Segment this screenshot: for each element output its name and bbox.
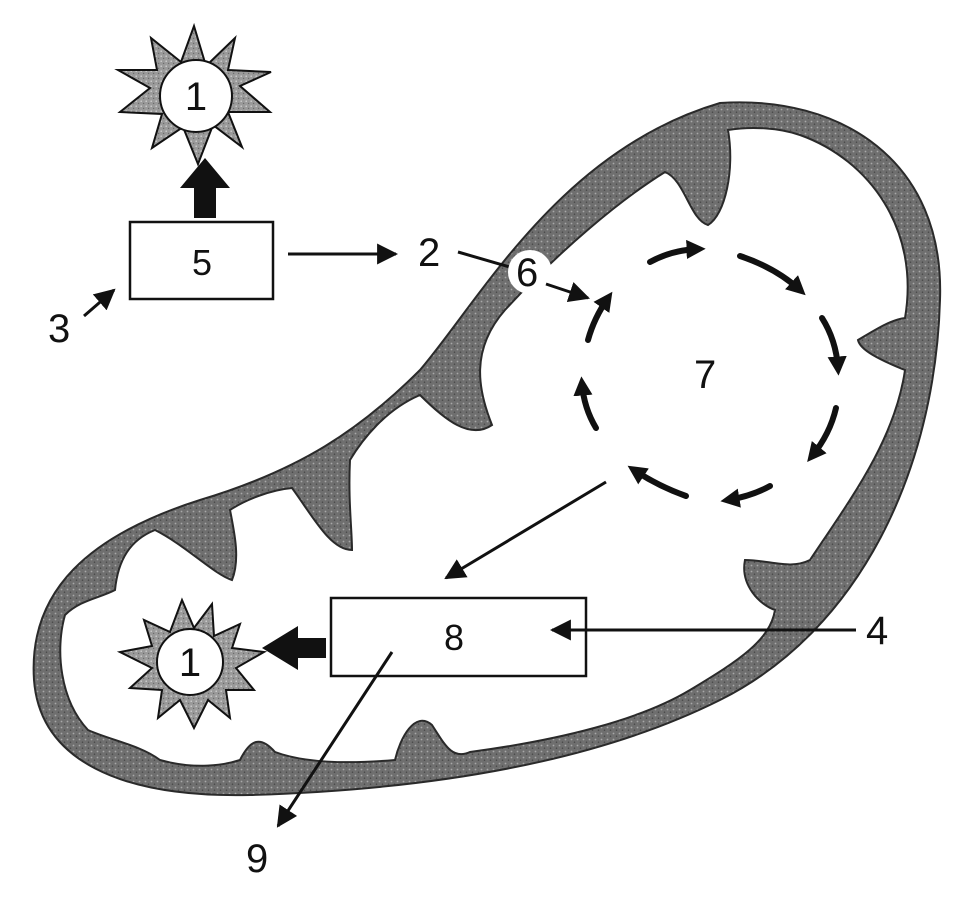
label-5: 5 — [192, 242, 212, 283]
label-7: 7 — [694, 353, 716, 397]
label-4: 4 — [866, 609, 888, 653]
arrow-6-to-cycle — [545, 282, 590, 302]
label-3: 3 — [48, 307, 70, 351]
energy-burst-top: 1 — [114, 22, 273, 167]
arrow-3-to-box5 — [83, 288, 116, 318]
label-6: 6 — [516, 251, 538, 295]
arrow-box8-to-9 — [276, 651, 394, 828]
circular-cycle-icon — [573, 239, 847, 508]
star-center-top — [159, 59, 233, 133]
energy-burst-bottom: 1 — [116, 597, 268, 731]
box-8 — [329, 596, 588, 678]
mitochondrion-membrane — [32, 101, 942, 797]
label-1-bottom: 1 — [179, 641, 201, 685]
label-1-top: 1 — [185, 75, 207, 119]
label-2: 2 — [418, 231, 440, 275]
block-arrow-icon — [180, 158, 230, 218]
block-arrow-left-icon — [262, 626, 326, 670]
label-6-halo — [508, 250, 552, 294]
label-8: 8 — [444, 617, 464, 658]
label-9: 9 — [246, 837, 268, 881]
arrow-cycle-to-box8 — [444, 480, 607, 580]
box-5 — [128, 220, 275, 301]
star-center-bottom — [156, 628, 224, 696]
